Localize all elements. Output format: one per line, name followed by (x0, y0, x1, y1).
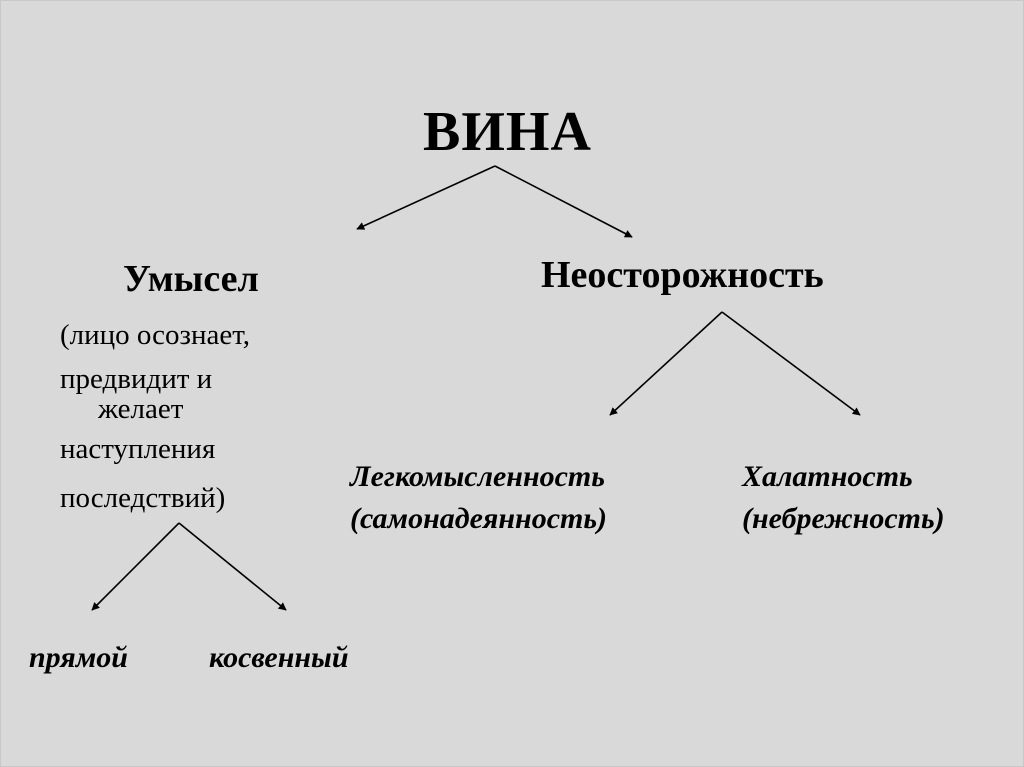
intent-description-line: желает (98, 393, 184, 425)
arrow-intent-to-indirect (178, 522, 287, 611)
indirect-intent-label: косвенный (209, 641, 349, 674)
arrow-root-to-negligence (494, 165, 633, 238)
frivolity-label: Легкомысленность (350, 460, 605, 493)
arrow-intent-to-direct (91, 522, 180, 611)
carelessness-alt-label: (небрежность) (742, 502, 945, 535)
intent-node-label: Умысел (123, 258, 259, 300)
intent-description-line: (лицо осознает, (60, 319, 250, 351)
arrow-negligence-to-frivolity (609, 311, 723, 416)
intent-description-line: наступления (60, 433, 216, 465)
arrow-negligence-to-carelessness (721, 311, 861, 416)
frivolity-alt-label: (самонадеянность) (350, 502, 608, 535)
diagram-title: ВИНА (423, 101, 592, 163)
direct-intent-label: прямой (29, 641, 128, 674)
intent-description-line: последствий) (60, 482, 226, 514)
intent-description-line: предвидит и (60, 363, 213, 395)
negligence-node-label: Неосторожность (541, 254, 824, 296)
arrow-root-to-intent (356, 165, 496, 230)
carelessness-label: Халатность (742, 460, 913, 493)
